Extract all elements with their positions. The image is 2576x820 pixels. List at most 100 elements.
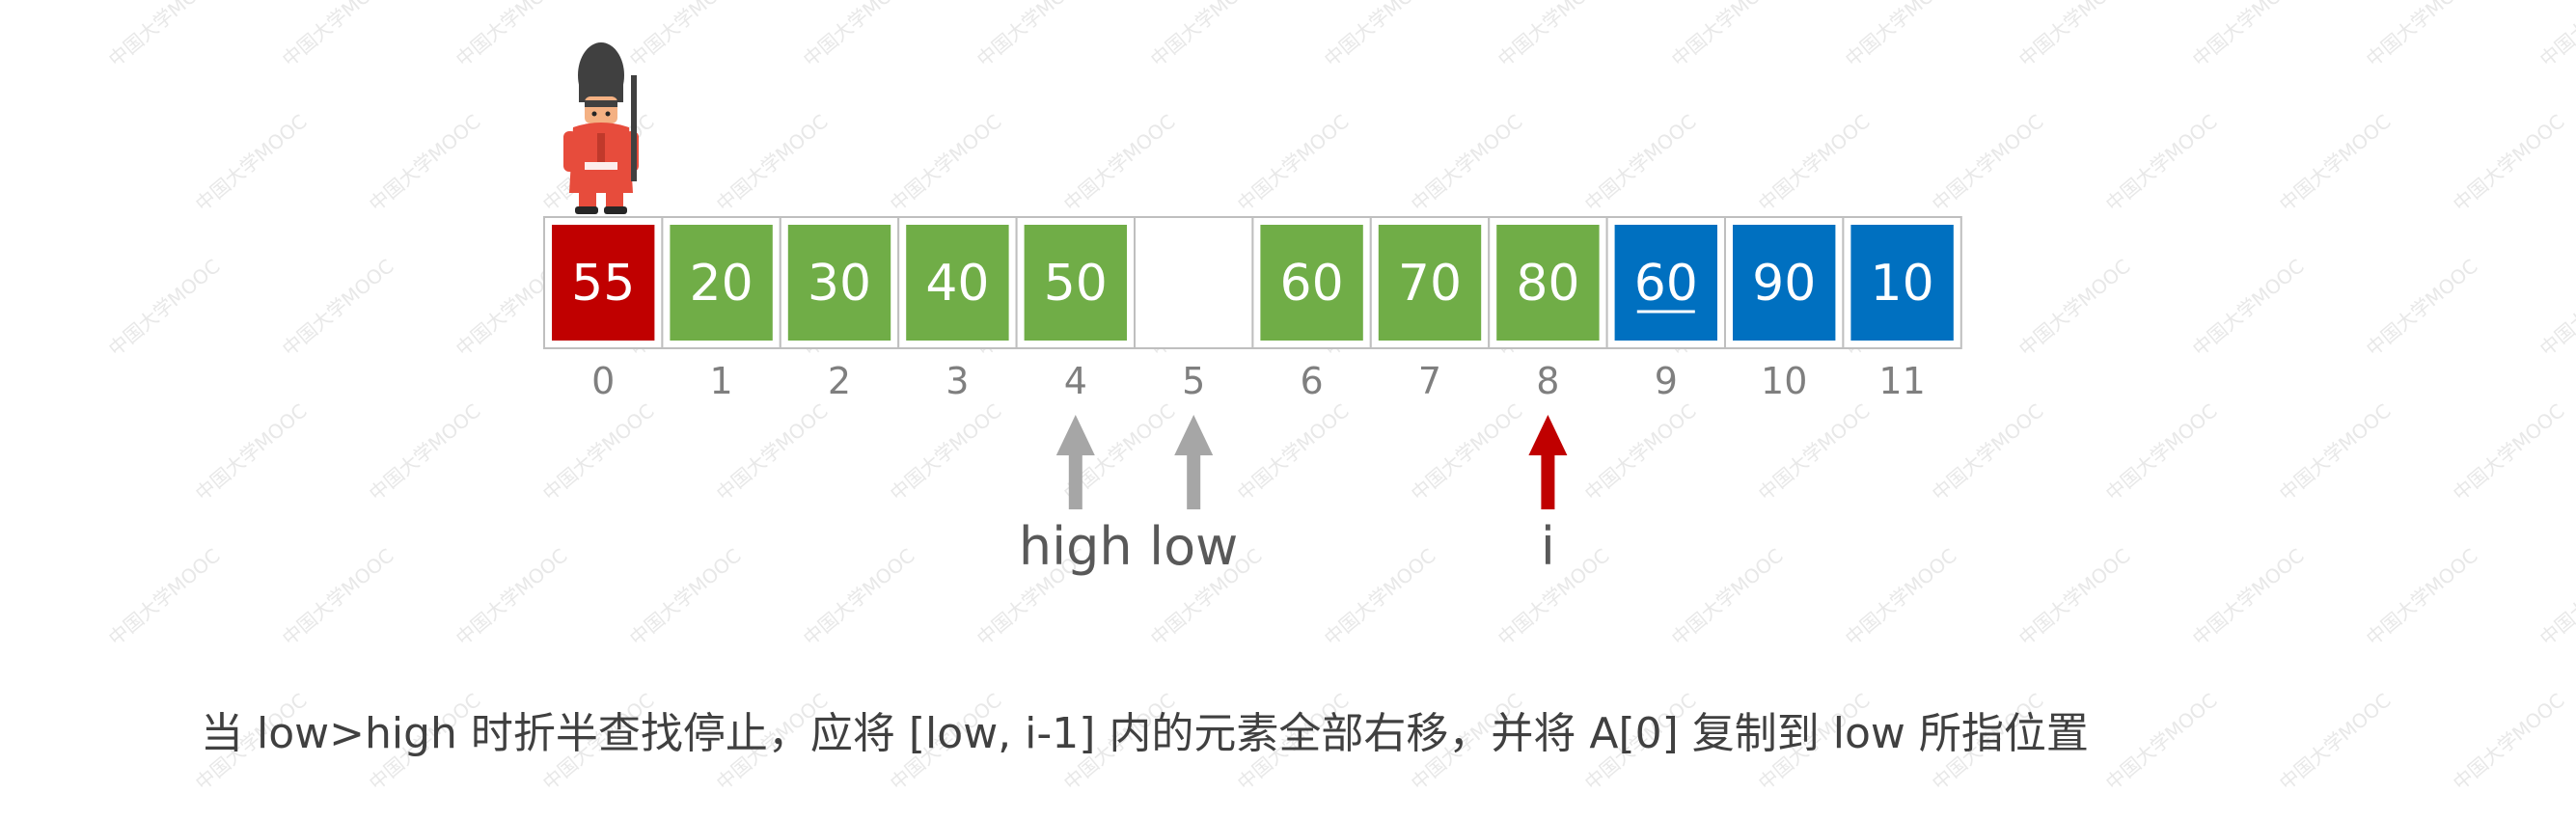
watermark-text: 中国大学MOOC [1580,399,1701,506]
watermark-text: 中国大学MOOC [1407,110,1527,216]
array-cell-fill [552,225,655,341]
watermark-text: 中国大学MOOC [1407,399,1527,506]
watermark-text: 中国大学MOOC [2188,544,2309,650]
watermark-text: 中国大学MOOC [2449,689,2569,795]
watermark-text: 中国大学MOOC [1754,110,1875,216]
array-cell-fill [906,225,1009,341]
watermark-text: 中国大学MOOC [886,110,1006,216]
array-cell-value: 60 [1280,255,1344,313]
watermark-text: 中国大学MOOC [1928,110,2048,216]
watermark-text: 中国大学MOOC [2362,0,2482,71]
array-cell-fill [787,225,891,341]
watermark-text: 中国大学MOOC [278,0,398,71]
watermark-layer: 中国大学MOOC 中国大学MOOC 中国大学MOOC 中国大学MOOC 中国大学MOOC… [104,0,2576,795]
array-cell-value: 70 [1398,255,1462,313]
watermark-text: 中国大学MOOC [2535,0,2576,71]
array-cell-fill [1378,225,1482,341]
watermark-text: 中国大学MOOC [1754,399,1875,506]
array-index-label: 2 [828,360,851,402]
array-cell-value: 40 [925,255,989,313]
array-index-label: 5 [1182,360,1205,402]
watermark-text: 中国大学MOOC [712,399,833,506]
watermark-text: 中国大学MOOC [2449,399,2569,506]
arrow-shaft [1187,451,1201,509]
pointer-low: low [1149,415,1238,577]
array-cell-fill [1260,225,1363,341]
arrow-head [1528,415,1568,455]
watermark-text: 中国大学MOOC [104,544,225,650]
watermark-text: 中国大学MOOC [2188,0,2309,71]
watermark-text: 中国大学MOOC [2275,399,2396,506]
watermark-text: 中国大学MOOC [1667,544,1788,650]
array-cell-value: 60 [1634,255,1698,313]
array-cell-value: 55 [571,255,635,313]
watermark-text: 中国大学MOOC [538,399,659,506]
array-index-label: 6 [1301,360,1324,402]
watermark-text: 中国大学MOOC [2275,110,2396,216]
arrow-head [1174,415,1214,455]
watermark-text: 中国大学MOOC [712,110,833,216]
array-cell-fill [670,225,773,341]
guard-icon [563,42,639,214]
array-cell-value: 30 [808,255,871,313]
watermark-text: 中国大学MOOC [886,399,1006,506]
array-cell-fill [1850,225,1954,341]
array-index-label: 7 [1418,360,1441,402]
array-cell-value: 90 [1752,255,1816,313]
array-index-label: 8 [1536,360,1559,402]
watermark-text: 中国大学MOOC [2101,399,2222,506]
pointer-label: i [1541,516,1555,577]
array-index-label: 9 [1655,360,1678,402]
watermark-text: 中国大学MOOC [1841,544,1961,650]
watermark-text: 中国大学MOOC [2101,689,2222,795]
watermark-text: 中国大学MOOC [1320,0,1440,71]
watermark-text: 中国大学MOOC [191,399,312,506]
watermark-text: 中国大学MOOC [1494,0,1614,71]
watermark-text: 中国大学MOOC [799,544,919,650]
watermark-text: 中国大学MOOC [452,0,572,71]
watermark-text: 中国大学MOOC [2362,544,2482,650]
array-cell-value: 10 [1871,255,1934,313]
array-cell-fill [1733,225,1836,341]
array-cell-value: 20 [690,255,754,313]
watermark-text: 中国大学MOOC [1233,110,1354,216]
watermark-text: 中国大学MOOC [104,255,225,361]
watermark-text: 中国大学MOOC [2535,544,2576,650]
array-index-label: 10 [1761,360,1807,402]
watermark-text: 中国大学MOOC [278,255,398,361]
watermark-text: 中国大学MOOC [278,544,398,650]
watermark-text: 中国大学MOOC [1233,399,1354,506]
watermark-text: 中国大学MOOC [1667,0,1788,71]
array-index-label: 4 [1064,360,1087,402]
watermark-text: 中国大学MOOC [365,399,485,506]
array-index-label: 3 [945,360,969,402]
pointer-label: high [1019,516,1133,577]
watermark-text: 中国大学MOOC [191,110,312,216]
watermark-text: 中国大学MOOC [1841,0,1961,71]
array-cell-frame [1134,216,1254,349]
watermark-text: 中国大学MOOC [1146,0,1267,71]
arrow-shaft [1068,451,1082,509]
watermark-text: 中国大学MOOC [799,0,919,71]
watermark-text: 中国大学MOOC [2535,255,2576,361]
arrow-head [1055,415,1095,455]
watermark-text: 中国大学MOOC [2449,110,2569,216]
watermark-text: 中国大学MOOC [2362,255,2482,361]
array-cell-value: 80 [1516,255,1579,313]
watermark-text: 中国大学MOOC [1059,110,1180,216]
watermark-text: 中国大学MOOC [973,0,1093,71]
watermark-text: 中国大学MOOC [2014,544,2135,650]
arrow-shaft [1541,451,1555,509]
array-cell-fill [1496,225,1600,341]
pointer-high: high [1019,415,1133,577]
watermark-text: 中国大学MOOC [2275,689,2396,795]
watermark-text: 中国大学MOOC [2014,0,2135,71]
watermark-text: 中国大学MOOC [365,110,485,216]
array-cell-fill [1614,225,1717,341]
array-index-label: 1 [710,360,733,402]
watermark-text: 中国大学MOOC [1320,544,1440,650]
